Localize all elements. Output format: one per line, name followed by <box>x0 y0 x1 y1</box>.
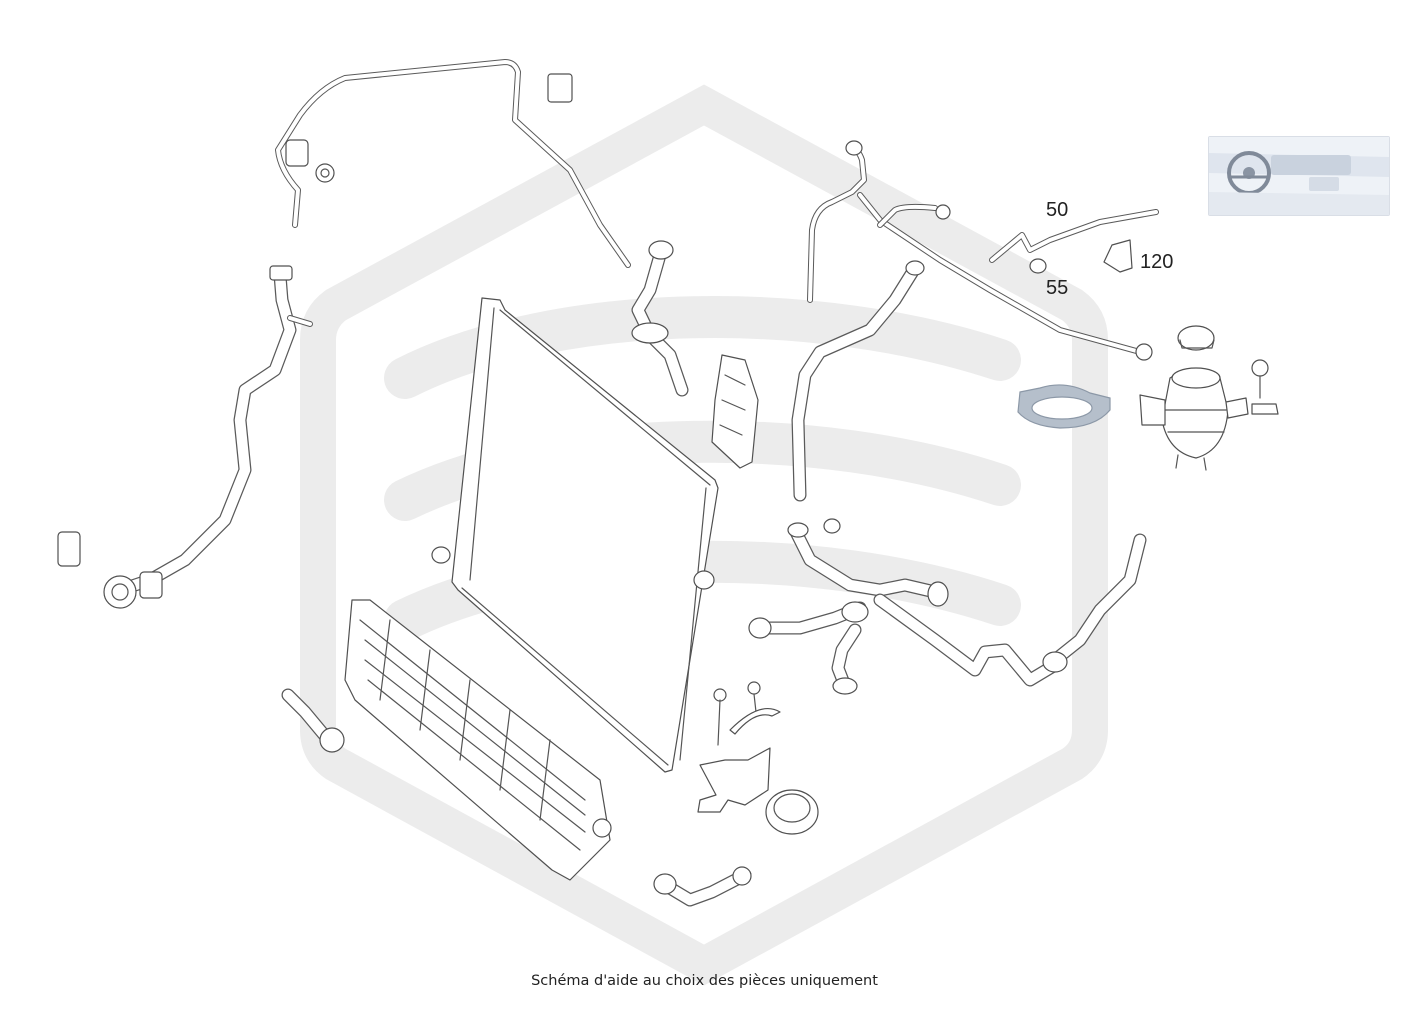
hose-clamp <box>648 240 674 260</box>
central-vertical-hose[interactable] <box>791 260 925 502</box>
clip-nut <box>1251 403 1279 415</box>
hose-clamp <box>139 571 163 599</box>
radiator-drain-plug <box>431 546 451 564</box>
mounting-bolt <box>747 681 761 695</box>
vent-cap <box>935 204 951 220</box>
auxiliary-water-pump <box>765 789 819 835</box>
callout-120: 120 <box>1140 251 1173 273</box>
hose-clamp <box>823 518 841 534</box>
tank-cap <box>1177 325 1215 351</box>
mounting-screw <box>1251 359 1269 377</box>
hose-clamp <box>631 322 669 344</box>
radiator-connector <box>693 570 715 590</box>
tank-mount <box>1139 394 1166 426</box>
highlighted-tank-bracket[interactable] <box>1017 384 1111 429</box>
part-120-holder[interactable]: 120 <box>1103 239 1173 273</box>
expansion-tank-lines[interactable] <box>807 140 1153 361</box>
vehicle-thumbnail[interactable] <box>1208 136 1390 216</box>
expansion-tank[interactable] <box>1139 325 1279 471</box>
bleed-screw <box>315 163 335 183</box>
callout-50: 50 <box>1046 199 1068 221</box>
elbow-hose-lower-left[interactable] <box>281 688 345 753</box>
lower-hose-assembly[interactable] <box>748 518 1147 695</box>
left-long-hose[interactable] <box>57 265 313 609</box>
pump-bracket <box>697 747 771 813</box>
radiator[interactable] <box>431 297 719 773</box>
dashboard-steering-wheel-thumbnail <box>1209 137 1389 215</box>
hose-clamp <box>845 140 863 156</box>
upper-radiator-hose[interactable] <box>631 240 689 397</box>
hose-clamp <box>285 139 309 167</box>
hose-clamp <box>1135 343 1153 361</box>
hose-holder <box>729 708 781 735</box>
hose-clamp <box>841 601 869 623</box>
mounting-bolt <box>713 688 727 702</box>
hose-clamp <box>832 677 858 695</box>
upper-coolant-pipe[interactable] <box>275 59 631 268</box>
hose-clamp <box>269 265 293 281</box>
hose-clamp <box>748 617 772 639</box>
hose-clamp <box>1042 651 1068 673</box>
hose-clamp <box>319 727 345 753</box>
diagram-caption: Schéma d'aide au choix des pièces unique… <box>531 973 878 989</box>
callout-55: 55 <box>1046 277 1068 299</box>
hose-clamp <box>653 873 677 895</box>
tank-mount <box>1225 397 1249 419</box>
pipe-holder-clip <box>547 73 573 103</box>
hose-clamp <box>927 581 949 607</box>
hose-clamp <box>905 260 925 276</box>
aux-radiator-connector <box>592 818 612 838</box>
part-55-seal-ring[interactable]: 55 <box>1029 258 1068 299</box>
temperature-sensor <box>57 531 81 567</box>
hose-clamp <box>732 866 752 886</box>
hose-clamp <box>787 522 809 538</box>
thermostat-housing <box>103 575 137 609</box>
bottom-hose[interactable] <box>653 866 752 907</box>
mounting-bracket[interactable] <box>711 354 759 469</box>
auxiliary-radiator[interactable] <box>344 599 612 881</box>
part-50-coolant-pipe[interactable]: 50 <box>989 199 1159 263</box>
water-pump-bracket-group[interactable] <box>697 681 819 835</box>
